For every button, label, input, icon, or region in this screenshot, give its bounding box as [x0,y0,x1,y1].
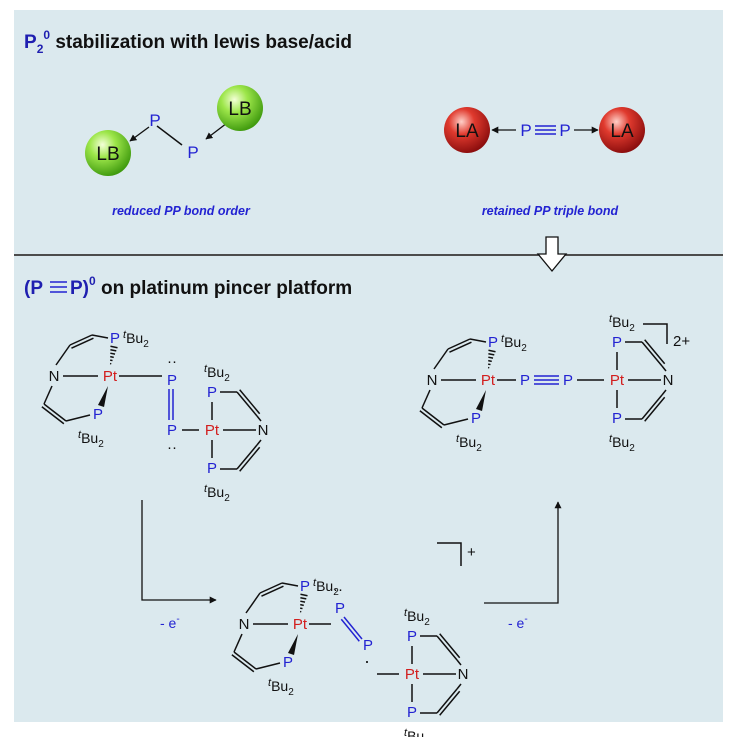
pincer-cation-left-nitrogen: N [239,616,250,633]
pincer-neutral-right-nitrogen: N [258,422,269,439]
step-label-left: - e- [160,614,180,631]
dication-phosphorus-b: P [563,372,573,389]
pincer-neutral-right-phosphorus-bottom: P [207,460,217,477]
pincer-neutral-left-platinum: Pt [103,368,118,385]
neutral-phosphorus-b: P [167,422,177,439]
lewis-base-sphere-left [85,130,131,176]
hollow-down-arrow-icon [536,236,568,273]
pincer-dication-left-phosphorus-bottom: P [471,410,481,427]
pincer-cation-left-phosphorus-bottom: P [283,654,293,671]
heading-triple-bond [50,281,67,293]
pincer-cation-left-tbu-top: tBu2 [313,577,339,598]
reaction-arrows: - e- - e- [141,500,562,631]
lewis-acid-sphere-right [599,107,645,153]
pincer-cation-right-phosphorus-bottom: P [407,704,417,721]
pincer-dication-left-phosphorus-top: P [488,334,498,351]
pincer-cation-left-platinum: Pt [293,616,308,633]
pincer-neutral-left-phosphorus-bottom: P [93,406,103,423]
pincer-cation-right-platinum: Pt [405,666,420,683]
pincer-cation-right-tbu-top: tBu2 [404,607,430,628]
lewis-base-scheme: LB LB P P reduced PP bond order [85,85,263,218]
phosphorus-atom-a: P [520,121,531,140]
lewis-acid-scheme: LA LA P P retained PP triple bond [444,107,645,218]
phosphorus-atom-lower: P [187,143,198,162]
lewis-acid-label-left: LA [455,121,479,142]
step-label-right: - e- [508,614,528,631]
pincer-neutral-left-phosphorus-top: P [110,330,120,347]
neutral-lone-pair-b: ·· [167,439,177,456]
phosphorus-atom-upper: P [149,111,160,130]
bottom-panel [14,256,723,722]
lewis-acid-sphere-left [444,107,490,153]
pincer-cation-right-tbu-bottom: tBu2 [404,727,430,737]
neutral-lone-pair-a: ·· [167,353,177,370]
caption-retained-bond: retained PP triple bond [482,204,619,218]
charge-dication: 2+ [673,333,690,350]
neutral-phosphorus-a: P [167,372,177,389]
pincer-neutral-left-tbu-top: tBu2 [123,329,149,350]
pincer-neutral-right-platinum: Pt [205,422,220,439]
pincer-dication-left-nitrogen: N [427,372,438,389]
lewis-base-sphere-right [217,85,263,131]
lewis-base-label-right: LB [228,99,251,120]
lewis-base-label-left: LB [96,144,119,165]
pincer-dication-right-tbu-bottom: tBu2 [609,433,635,454]
cation-phosphorus-b: P [363,637,373,654]
top-heading: P20 stabilization with lewis base/acid [24,28,352,56]
cation-radical: · [364,651,370,671]
pincer-dication-right-phosphorus-bottom: P [612,410,622,427]
pincer-dication-right-phosphorus-top: P [612,334,622,351]
pincer-cation-right-nitrogen: N [458,666,469,683]
arrow-oxidation-2 [484,501,562,604]
pincer-cation-right-phosphorus-top: P [407,628,417,645]
pincer-dication-right-nitrogen: N [663,372,674,389]
pincer-neutral-right-tbu-bottom: tBu2 [204,483,230,504]
lewis-acid-label-right: LA [610,121,634,142]
charge-brackets: 2+ + [437,323,690,566]
pincer-neutral-right-phosphorus-top: P [207,384,217,401]
charge-cation: + [467,544,476,561]
arrow-oxidation-1 [141,500,217,604]
cation-phosphorus-a: P [335,600,345,617]
pincer-cation-left-phosphorus-top: P [300,578,310,595]
pincer-neutral-left-tbu-bottom: tBu2 [78,429,104,450]
phosphorus-atom-b: P [559,121,570,140]
pincer-neutral-right-tbu-top: tBu2 [204,363,230,384]
pincer-dication-left-tbu-top: tBu2 [501,333,527,354]
pincer-dication-right-tbu-top: tBu2 [609,313,635,334]
pincer-neutral-left-nitrogen: N [49,368,60,385]
dication-phosphorus-a: P [520,372,530,389]
pincer-dication-left-platinum: Pt [481,372,496,389]
pincer-cation-left-tbu-bottom: tBu2 [268,677,294,698]
pincer-dication-right-platinum: Pt [610,372,625,389]
cation-lone-pair: ·· [333,581,343,598]
caption-reduced-bond: reduced PP bond order [112,204,251,218]
pincer-dication-left-tbu-bottom: tBu2 [456,433,482,454]
